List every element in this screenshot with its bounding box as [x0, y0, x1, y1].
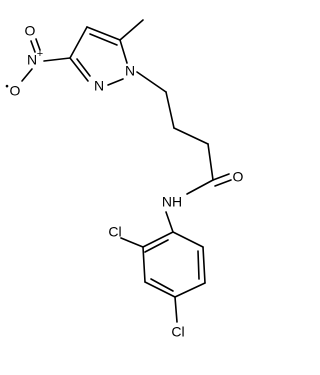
bond-nitro-n-o-top	[30, 40, 36, 53]
bond-c3-nitro-n	[43, 57, 71, 62]
bond-n2-n1	[107, 78, 124, 86]
bond-ar-c5-c6	[202, 246, 206, 284]
bond-c5-c4-inner	[89, 33, 118, 46]
bond-c4-c3	[69, 26, 88, 59]
bond-ar-c4-c5	[174, 282, 206, 298]
bond-carbonyl-nh	[186, 179, 214, 195]
bond-nh-ring	[165, 211, 174, 233]
bond-ar-c6-c1	[172, 231, 204, 248]
atom-label-amide-o: O	[233, 169, 244, 185]
bond-nitro-n-o-top-double	[35, 38, 41, 51]
bond-carbonyl-o	[212, 173, 230, 181]
bond-carbonyl-o-double	[214, 179, 232, 187]
bond-nitro-n-o-left	[21, 68, 33, 82]
molecule-structure-diagram: N + O O • N N O NH Cl Cl	[5, 19, 244, 340]
bond-n1-c5	[119, 39, 128, 64]
bond-c5-c4	[86, 26, 121, 41]
atom-label-nitro-o-top: O	[25, 23, 36, 39]
bond-ar-cl-para	[174, 296, 178, 323]
bond-ch2b-ch2c	[173, 127, 209, 145]
atom-label-nitro-radical: •	[5, 82, 9, 93]
bond-ar-c3-c4-inner	[150, 278, 174, 292]
bond-ar-c3-c4	[144, 281, 176, 298]
atom-label-nitro-o-left: O	[10, 83, 21, 99]
atom-label-ring-n2: N	[94, 78, 104, 94]
atom-label-nh: NH	[162, 194, 182, 210]
atom-label-ring-n1: N	[125, 63, 135, 79]
bond-ar-c1-c2-inner	[144, 239, 169, 253]
bond-ch2c-carbonyl	[207, 143, 214, 181]
bond-ar-c2-c3	[142, 246, 146, 283]
bond-c3-n2-inner	[76, 58, 91, 77]
bond-ar-cl-ortho	[120, 237, 144, 248]
bond-c5-methyl	[119, 19, 144, 41]
bond-n1-ch2a	[136, 71, 167, 93]
bond-ar-c1-c2	[142, 231, 174, 248]
atom-label-cl-para: Cl	[171, 324, 184, 340]
atom-label-nitro-n: N	[27, 52, 37, 68]
atom-label-nitro-charge: +	[37, 48, 43, 60]
bond-c3-n2	[69, 57, 89, 82]
bond-ch2a-ch2b	[165, 91, 175, 129]
atom-label-cl-ortho: Cl	[108, 224, 121, 240]
bond-ar-c5-c6-inner	[197, 250, 200, 280]
